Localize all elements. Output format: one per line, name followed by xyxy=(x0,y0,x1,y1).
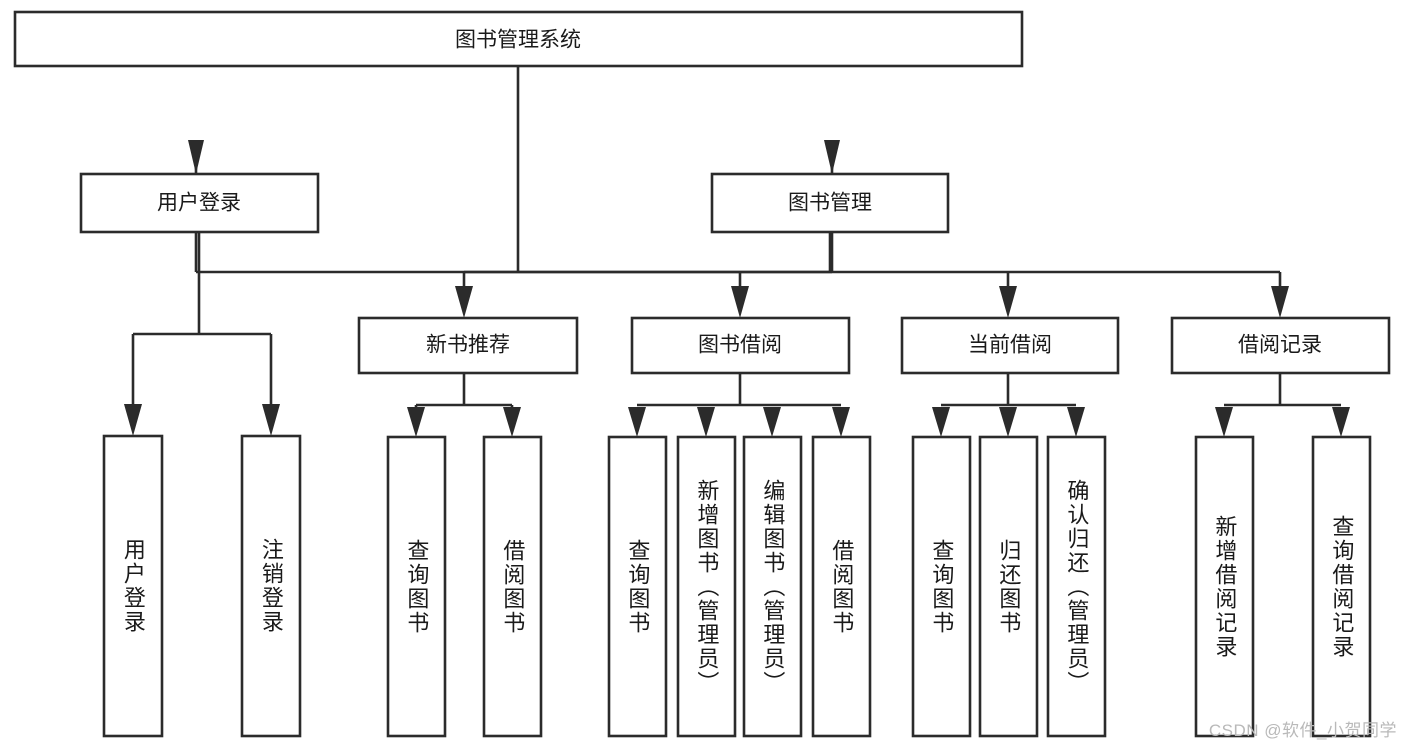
node-root-label: 图书管理系统 xyxy=(455,29,581,52)
arrow-to-borrow-record xyxy=(1271,286,1289,318)
leaf-box-current-borrow-1[interactable] xyxy=(978,435,1039,738)
arrow-to-book-borrow xyxy=(731,286,749,318)
leaf-box-new-book-1[interactable] xyxy=(482,435,543,738)
arrow-newbook-leaf-2 xyxy=(503,407,521,437)
arrow-to-new-book xyxy=(455,286,473,318)
node-book-borrow-label: 图书借阅 xyxy=(698,334,782,357)
node-current-borrow-label: 当前借阅 xyxy=(968,334,1052,357)
node-borrow-record-box[interactable] xyxy=(1170,316,1391,375)
node-user-login-box[interactable] xyxy=(79,172,320,234)
leaf-box-user-login-1[interactable] xyxy=(240,434,302,738)
arrow-bookborrow-leaf-1 xyxy=(628,407,646,437)
arrow-currentborrow-leaf-2 xyxy=(999,407,1017,437)
arrow-bookborrow-leaf-4 xyxy=(832,407,850,437)
node-book-borrow-box[interactable] xyxy=(630,316,851,375)
node-current-borrow-box[interactable] xyxy=(900,316,1120,375)
leaf-box-borrow-record-1[interactable] xyxy=(1311,435,1372,738)
leaf-box-borrow-record-0[interactable] xyxy=(1194,435,1255,738)
arrow-userlogin-leaf-1 xyxy=(124,404,142,436)
arrow-currentborrow-leaf-3 xyxy=(1067,407,1085,437)
leaf-box-user-login-0[interactable] xyxy=(102,434,164,738)
node-book-mgmt-label: 图书管理 xyxy=(788,192,872,215)
arrow-borrowrecord-leaf-1 xyxy=(1215,407,1233,437)
arrow-userlogin-leaf-2 xyxy=(262,404,280,436)
node-root-box[interactable] xyxy=(13,10,1024,68)
node-book-mgmt-box[interactable] xyxy=(710,172,950,234)
node-new-book-box[interactable] xyxy=(357,316,579,375)
edges-layer xyxy=(124,66,1350,437)
arrow-bookborrow-leaf-2 xyxy=(697,407,715,437)
nodes-layer: 图书管理系统 用户登录 图书管理 新书推荐 图书借阅 当前借阅 借阅记录 xyxy=(13,10,1391,738)
arrow-currentborrow-leaf-1 xyxy=(932,407,950,437)
node-borrow-record-label: 借阅记录 xyxy=(1238,334,1322,357)
arrow-borrowrecord-leaf-2 xyxy=(1332,407,1350,437)
leaf-box-new-book-0[interactable] xyxy=(386,435,447,738)
leaf-box-current-borrow-2[interactable] xyxy=(1046,435,1107,738)
csdn-watermark: CSDN @软件_小贺同学 xyxy=(1208,721,1397,740)
leaf-box-book-borrow-0[interactable] xyxy=(607,435,668,738)
arrow-to-book-mgmt xyxy=(824,140,840,174)
node-new-book-label: 新书推荐 xyxy=(426,334,510,357)
leaf-box-current-borrow-0[interactable] xyxy=(911,435,972,738)
arrow-to-current-borrow xyxy=(999,286,1017,318)
node-user-login-label: 用户登录 xyxy=(157,192,241,215)
arrow-bookborrow-leaf-3 xyxy=(763,407,781,437)
leaf-box-book-borrow-2[interactable] xyxy=(742,435,803,738)
arrow-to-user-login xyxy=(188,140,204,174)
leaf-box-book-borrow-3[interactable] xyxy=(811,435,872,738)
arrow-newbook-leaf-1 xyxy=(407,407,425,437)
leaf-box-book-borrow-1[interactable] xyxy=(676,435,737,738)
